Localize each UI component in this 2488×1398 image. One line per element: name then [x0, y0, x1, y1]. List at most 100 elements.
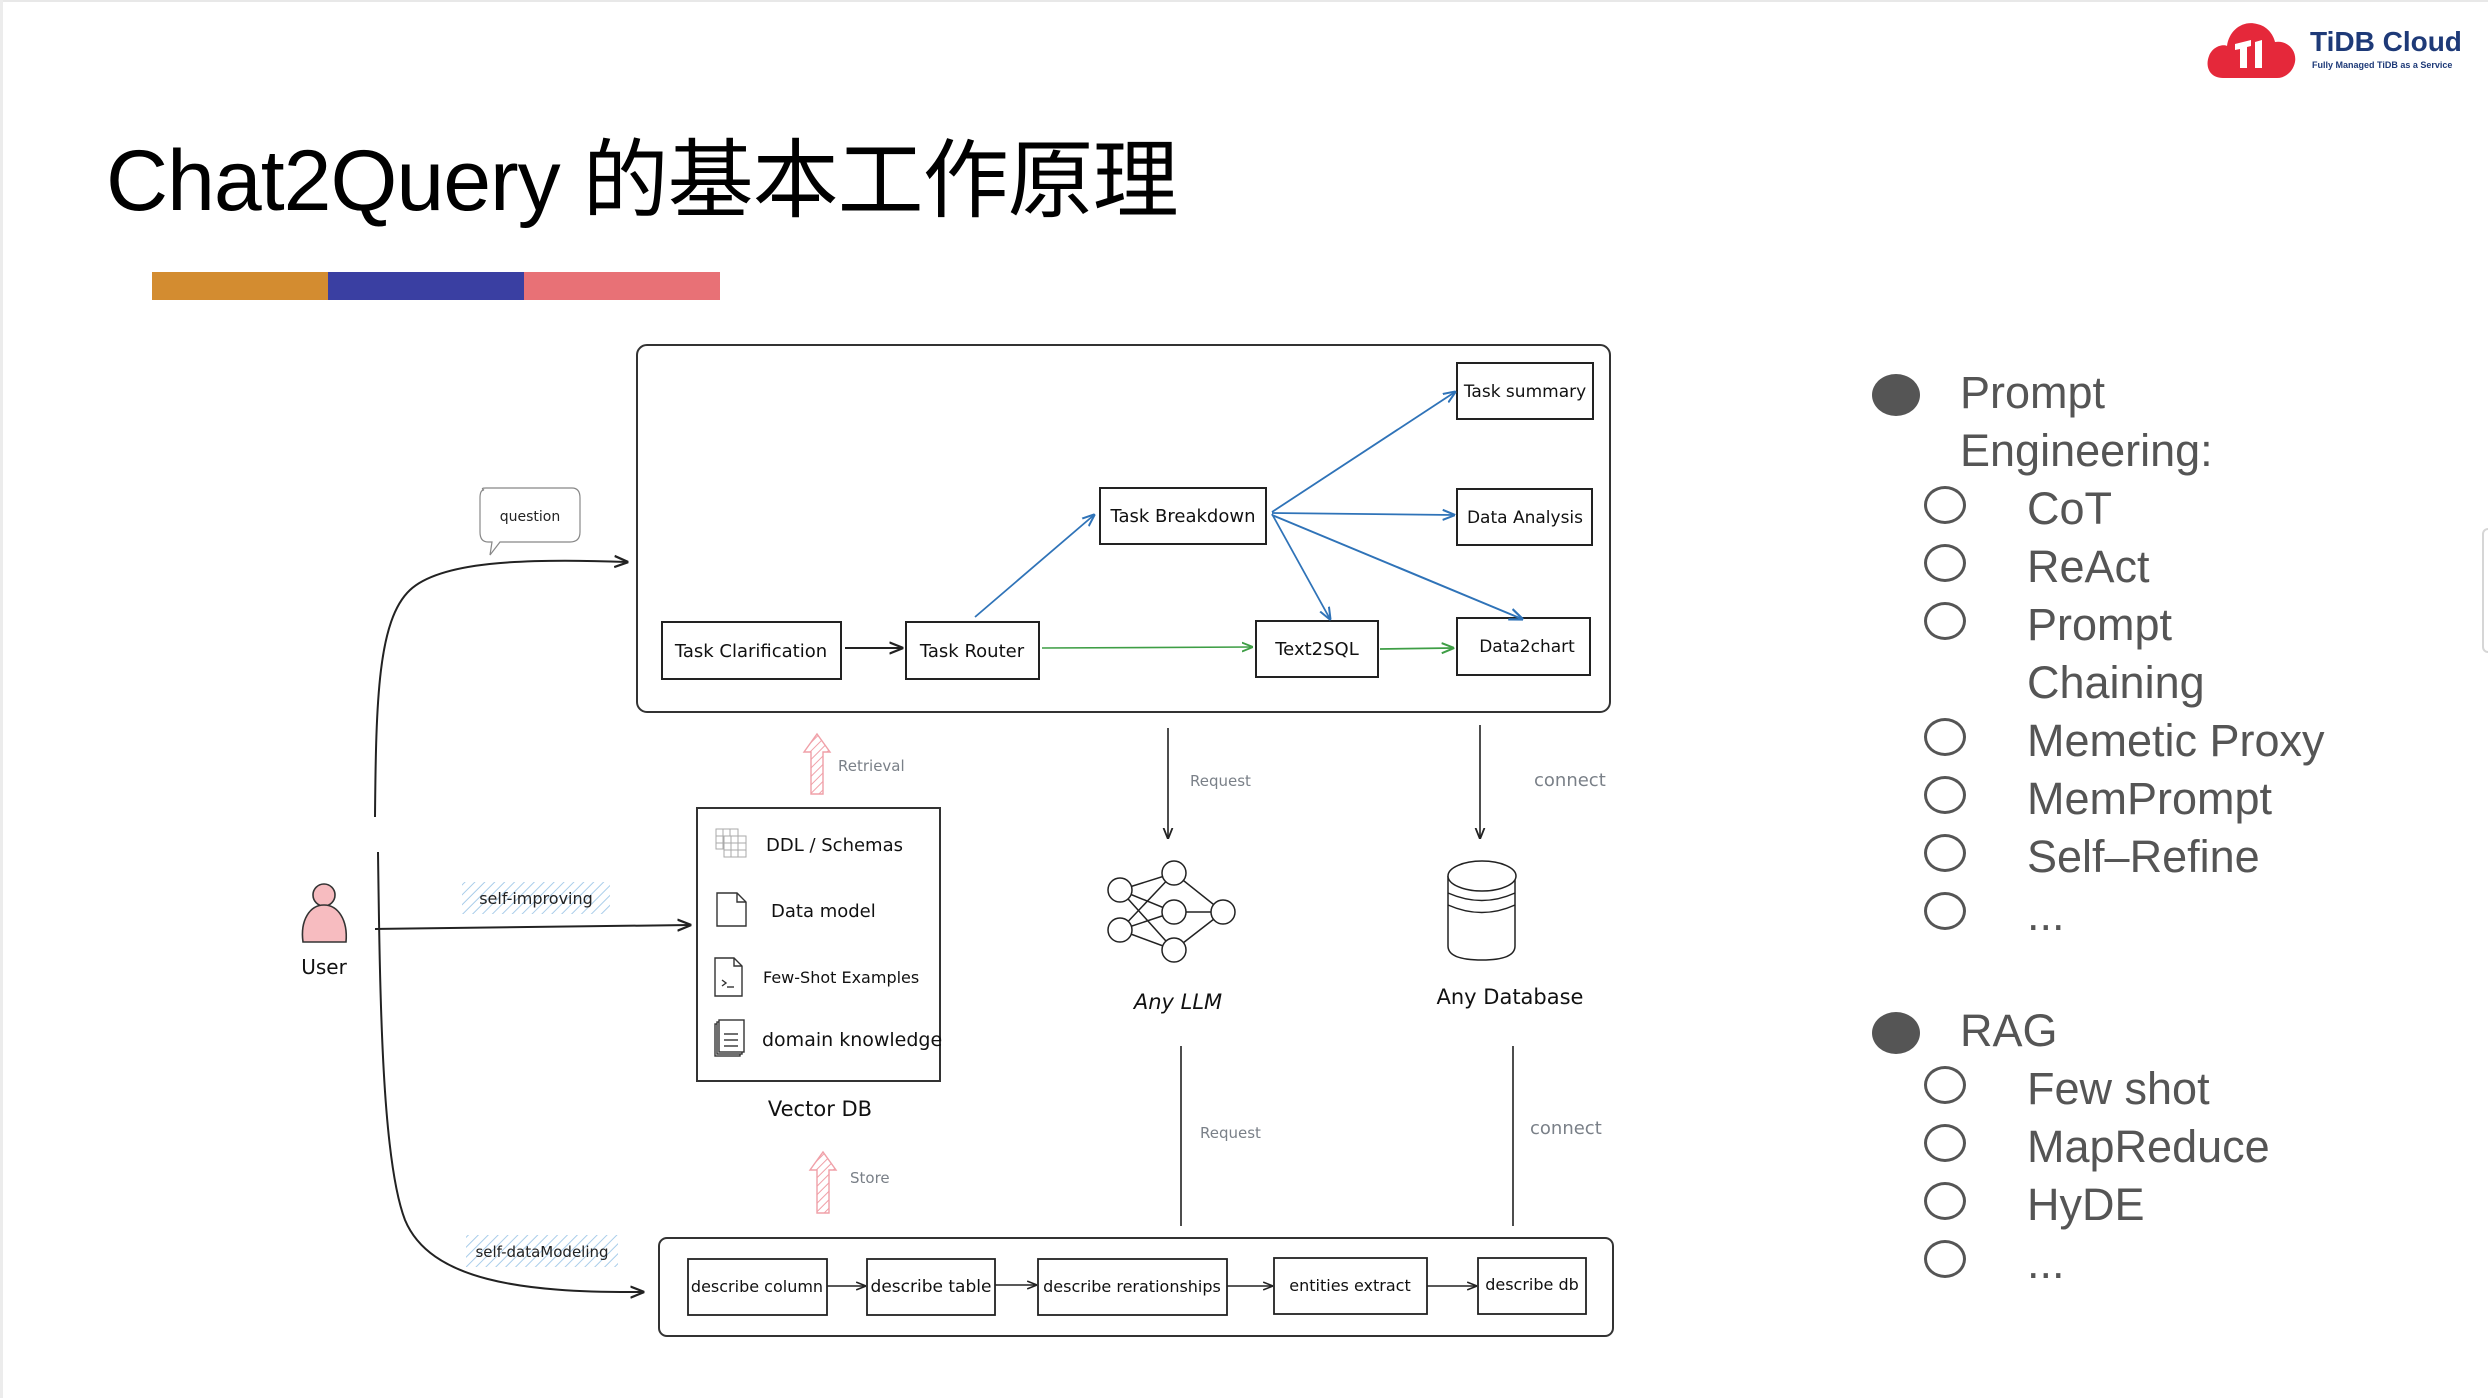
arrow-router-to-text2sql [1041, 647, 1252, 648]
filled-bullet-icon [1872, 1012, 1920, 1054]
arrow-breakdown-to-text2sql [1271, 513, 1330, 619]
bullet-text: Prompt [2027, 599, 2173, 650]
node-data-analysis[interactable]: Data Analysis [1456, 488, 1593, 546]
node-task-breakdown[interactable]: Task Breakdown [1099, 487, 1267, 545]
bullet-text: Memetic Proxy [2027, 715, 2325, 766]
svg-text:question: question [500, 509, 560, 525]
node-text2sql[interactable]: Text2SQL [1255, 620, 1379, 678]
modeling-step[interactable]: describe rerationships [1037, 1258, 1228, 1316]
arrow-text2sql-to-data2chart [1379, 648, 1453, 649]
filled-bullet-icon [1872, 374, 1920, 416]
hollow-bullet-icon [1924, 1182, 1966, 1220]
svg-text:describe column: describe column [691, 1277, 823, 1296]
user-avatar-icon [301, 883, 348, 943]
node-label: Task summary [1463, 382, 1586, 402]
database-label: Any Database [1437, 985, 1584, 1009]
neural-network-icon[interactable] [1107, 860, 1236, 963]
bullet-item: HyDE [1870, 1176, 2325, 1234]
node-label: Task Clarification [674, 641, 827, 662]
accent-bar-pink [524, 272, 720, 300]
bullet-item: MapReduce [1870, 1118, 2325, 1176]
hollow-bullet-icon [1924, 1240, 1966, 1278]
hollow-bullet-icon [1924, 834, 1966, 872]
self-improving-label-bg [462, 882, 610, 914]
connect-label-top: connect [1534, 770, 1606, 791]
svg-text:entities extract: entities extract [1289, 1276, 1410, 1295]
llm-label: Any LLM [1132, 990, 1222, 1014]
accent-bar-orange [152, 272, 328, 300]
slide-left-border [0, 0, 3, 1398]
svg-text:describe rerationships: describe rerationships [1043, 1277, 1221, 1296]
hollow-bullet-icon [1924, 776, 1966, 814]
bullet-text: ... [2027, 1237, 2065, 1288]
stacked-docs-icon [714, 1019, 745, 1057]
table-grid-icon [715, 828, 747, 858]
retrieval-label: Retrieval [838, 757, 905, 775]
user-label: User [301, 955, 347, 979]
hollow-bullet-icon [1924, 544, 1966, 582]
node-task-router[interactable]: Task Router [905, 621, 1040, 680]
self-improving-label: self-improving [479, 889, 593, 908]
connect-label-bottom: connect [1530, 1118, 1602, 1139]
database-cylinder-icon[interactable] [1447, 860, 1517, 961]
bullet-text: CoT [2027, 483, 2113, 534]
section-label-line: RAG [1960, 1005, 2058, 1056]
self-data-modeling-label-bg [466, 1235, 618, 1267]
page-title: Chat2Query 的基本工作原理 [106, 133, 1179, 229]
node-label: Data2chart [1479, 637, 1575, 657]
task-pipeline-container [636, 344, 1611, 713]
store-label: Store [850, 1169, 890, 1187]
node-label: Task Router [919, 641, 1025, 662]
bullet-text: Chaining [2027, 657, 2205, 708]
node-task-clarification[interactable]: Task Clarification [661, 621, 842, 680]
arrow-breakdown-to-summary [1271, 392, 1455, 513]
accent-bar-blue [328, 272, 524, 300]
node-label: Task Breakdown [1109, 506, 1255, 527]
vector-db-item-label: Few-Shot Examples [763, 968, 919, 987]
node-data2chart[interactable]: Data2chart [1456, 617, 1591, 676]
question-speech-bubble: question [479, 487, 581, 556]
arrow-breakdown-to-analysis [1271, 513, 1454, 515]
hollow-bullet-icon [1924, 486, 1966, 524]
modeling-step[interactable]: entities extract [1273, 1257, 1428, 1315]
bullet-text: HyDE [2027, 1179, 2145, 1230]
data-modeling-container [658, 1237, 1614, 1337]
store-arrow [808, 1150, 838, 1214]
arrow-breakdown-to-data2chart [1271, 514, 1522, 619]
bullet-text: ... [2027, 889, 2065, 940]
bullet-text: Few shot [2027, 1063, 2210, 1114]
terminal-file-icon [714, 957, 743, 997]
bullet-text: MemPrompt [2027, 773, 2273, 824]
logo-name: TiDB Cloud [2310, 26, 2462, 57]
vector-db-item-label: DDL / Schemas [766, 835, 903, 856]
vector-db-item-label: domain knowledge [762, 1029, 942, 1051]
node-task-summary[interactable]: Task summary [1456, 362, 1594, 420]
svg-text:describe table: describe table [871, 1277, 992, 1297]
bullet-item: Few shot [1870, 1060, 2325, 1118]
retrieval-arrow [802, 732, 832, 795]
svg-text:describe db: describe db [1485, 1275, 1579, 1294]
bullet-item: Memetic Proxy [1870, 712, 2325, 770]
side-panel-handle[interactable] [2482, 528, 2488, 653]
modeling-step[interactable]: describe column [687, 1258, 828, 1316]
bullet-item: Self–Refine [1870, 828, 2325, 886]
bullet-item: ... [1870, 886, 2325, 944]
arrow-router-to-breakdown [974, 515, 1094, 618]
arrow-user-self-improving [374, 925, 690, 929]
bullet-section-rag: RAG [1870, 1002, 2325, 1060]
slide-top-border [0, 0, 2488, 2]
node-label: Data Analysis [1467, 508, 1583, 528]
vector-db-label: Vector DB [768, 1097, 872, 1121]
node-label: Text2SQL [1274, 639, 1358, 660]
modeling-step[interactable]: describe db [1477, 1257, 1587, 1315]
cloud-logo-icon [2207, 23, 2296, 78]
hollow-bullet-icon [1924, 892, 1966, 930]
bullet-item: ... [1870, 1234, 2325, 1292]
bullet-text: MapReduce [2027, 1121, 2270, 1172]
bullet-item: MemPrompt [1870, 770, 2325, 828]
modeling-step[interactable]: describe table [866, 1258, 996, 1316]
hollow-bullet-icon [1924, 602, 1966, 640]
self-data-modeling-label: self-dataModeling [475, 1243, 608, 1261]
